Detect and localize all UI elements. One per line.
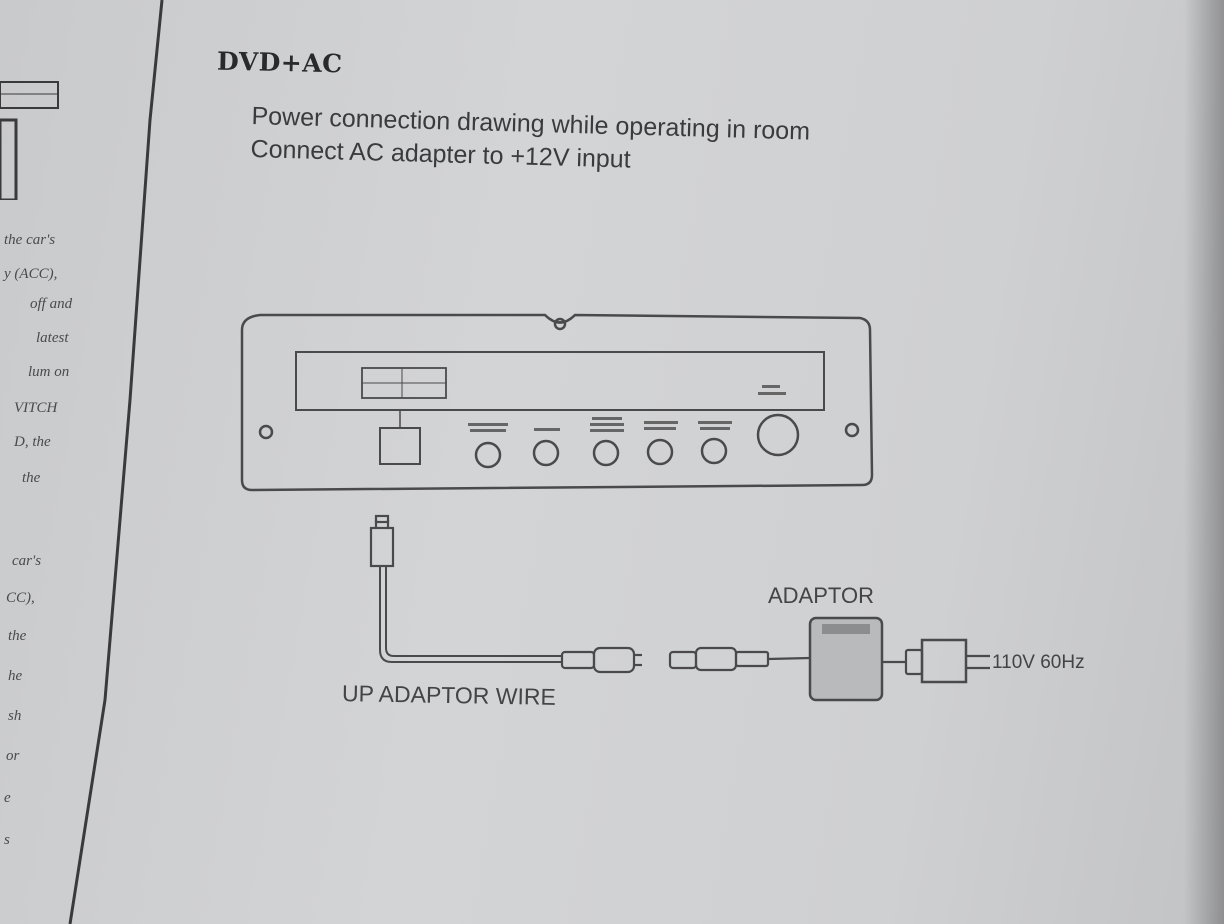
left-line: e (4, 790, 11, 806)
left-line: y (ACC), (4, 266, 58, 282)
left-line: the (22, 470, 41, 486)
left-line: or (6, 748, 20, 764)
left-column-figure (0, 81, 59, 200)
monitor-output-jack (646, 438, 674, 466)
dvd-rear-panel (295, 351, 825, 411)
inline-connector-female (668, 650, 698, 670)
left-line: he (8, 668, 23, 684)
tuner-jack (532, 439, 560, 467)
mounting-hole-right (844, 422, 860, 438)
monitor-input-jack (700, 437, 728, 465)
section-heading: DVD+AC (216, 46, 343, 79)
left-line: sh (8, 708, 22, 724)
wire-plug (369, 526, 395, 568)
instruction-text: Power connection drawing while operating… (250, 100, 810, 182)
connection-diagram: ADAPTOR UP ADAPTOR WIRE 110V 60Hz (230, 290, 1130, 730)
left-line: off and (30, 296, 73, 312)
adaptor-box (808, 616, 884, 702)
dvd-unit-chassis (240, 313, 874, 492)
large-connector (756, 413, 800, 457)
left-line: the car's (4, 232, 56, 248)
power-socket (379, 427, 421, 465)
digital-coax-jack (592, 439, 620, 467)
left-line: CC), (6, 590, 35, 606)
remote-sensor-jack (474, 441, 502, 469)
left-line: D, the (14, 434, 51, 450)
left-line: s (4, 832, 10, 848)
jack-labels (468, 385, 786, 432)
inline-connector-male (560, 650, 596, 670)
left-line: car's (12, 553, 42, 569)
page-edge-shadow (1184, 0, 1224, 924)
voltage-label: 110V 60Hz (992, 652, 1085, 673)
left-line: the (8, 628, 27, 644)
mounting-hole-left (258, 424, 274, 440)
adaptor-label: ADAPTOR (768, 583, 874, 608)
diagram-drawing (240, 313, 990, 702)
left-line: lum on (28, 364, 70, 380)
adaptor-wire (379, 566, 562, 663)
wire-label: UP ADAPTOR WIRE (341, 680, 557, 710)
left-column-text: the car's y (ACC), off and latest lum on… (0, 0, 150, 924)
wall-plug (920, 638, 968, 684)
left-line: VITCH (14, 400, 58, 416)
top-hole (553, 317, 567, 331)
left-line: latest (36, 330, 69, 346)
